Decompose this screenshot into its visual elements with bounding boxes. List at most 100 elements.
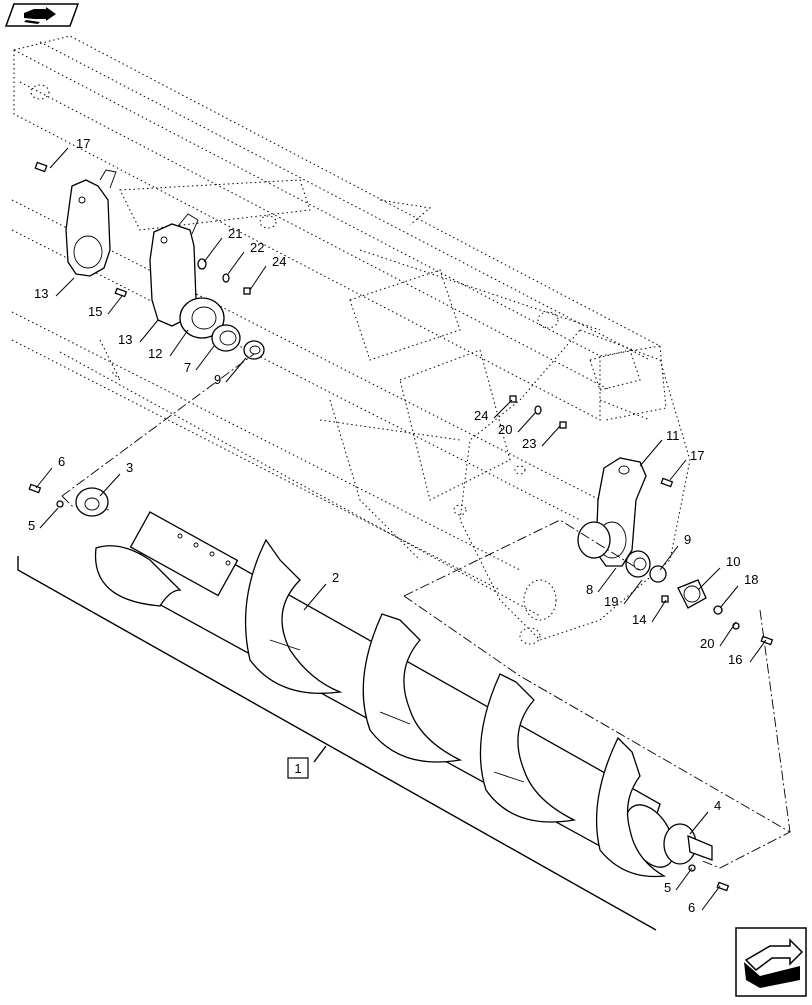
callout-c24b: 24 [474, 399, 513, 423]
callout-c23: 23 [522, 425, 561, 451]
callout-leader-line [689, 811, 709, 835]
hub-left [28, 483, 109, 517]
callout-leader-line [107, 295, 123, 315]
callout-c5b: 5 [664, 867, 693, 895]
drive-hub-right [661, 579, 774, 646]
callout-number: 7 [184, 360, 191, 375]
callout-leader-line [719, 621, 737, 647]
callout-c16: 16 [728, 639, 767, 667]
callout-c6b: 6 [688, 885, 721, 915]
callout-c14: 14 [632, 599, 667, 627]
left-bracket-plate-outer [65, 169, 117, 277]
callout-c24a: 24 [249, 254, 286, 291]
hub-right [663, 823, 730, 892]
callout-leader-line [541, 425, 561, 447]
callout-number: 13 [34, 286, 48, 301]
bearing-flange-right [577, 521, 667, 583]
callout-leader-line [49, 147, 69, 169]
forward-arrow-book-icon[interactable] [735, 927, 807, 997]
group-bracket: 1 [17, 556, 657, 931]
callout-c18: 18 [719, 572, 758, 609]
callout-c11: 11 [639, 428, 680, 467]
callout-c12: 12 [148, 329, 189, 361]
callout-leader-line [675, 867, 693, 891]
callout-number: 16 [728, 652, 742, 667]
callout-number: 4 [714, 798, 721, 813]
callout-number: 5 [28, 518, 35, 533]
callout-number: 23 [522, 436, 536, 451]
callout-leader-line [249, 265, 267, 291]
callout-number: 18 [744, 572, 758, 587]
callout-number: 6 [688, 900, 695, 915]
callout-number: 11 [666, 428, 680, 443]
callout-leader-line [623, 579, 643, 605]
callout-c10: 10 [697, 554, 740, 591]
callout-leader-line [55, 277, 75, 297]
auger-flights [94, 538, 667, 878]
callout-number: 24 [474, 408, 488, 423]
subassembly-boundary [61, 353, 791, 869]
callout-c20a: 20 [498, 411, 537, 437]
callout-c17a: 17 [49, 136, 90, 169]
callout-c21: 21 [203, 226, 242, 263]
callout-leader-line [597, 567, 617, 593]
callout-c4: 4 [689, 798, 721, 835]
callout-number: 10 [726, 554, 740, 569]
bearing-flange-left [179, 297, 225, 339]
group-label-box [287, 757, 309, 779]
callout-c17b: 17 [669, 448, 704, 481]
callout-number: 3 [126, 460, 133, 475]
callout-c8: 8 [586, 567, 617, 597]
callout-number: 14 [632, 612, 646, 627]
callout-leader-line [659, 545, 679, 571]
callout-leader-line [493, 399, 513, 419]
callout-leader-line [669, 459, 687, 481]
callout-number: 6 [58, 454, 65, 469]
header-frame-phantom [11, 35, 691, 645]
callout-c5a: 5 [28, 507, 59, 533]
callout-leader-line [639, 439, 663, 467]
callout-leader-line [749, 639, 767, 663]
retaining-ring-left [211, 324, 241, 352]
callout-number: 20 [700, 636, 714, 651]
callout-number: 5 [664, 880, 671, 895]
callout-leader-line [99, 473, 121, 497]
group-label: 1 [294, 761, 301, 776]
callout-number: 9 [214, 372, 221, 387]
callout-number: 20 [498, 422, 512, 437]
callout-c19: 19 [604, 579, 643, 609]
callout-c7: 7 [184, 345, 215, 375]
callout-leader-line [203, 237, 223, 263]
callout-leader-line [651, 599, 667, 623]
callout-c6a: 6 [35, 454, 65, 489]
callout-number: 9 [684, 532, 691, 547]
callout-leader-line [139, 319, 159, 343]
callout-c22: 22 [227, 240, 264, 275]
fasteners-right-top [509, 395, 674, 488]
callout-c13b: 13 [118, 319, 159, 347]
callout-leader-line [35, 467, 53, 489]
callout-number: 17 [690, 448, 704, 463]
callout-leader-line [227, 251, 245, 275]
callout-number: 12 [148, 346, 162, 361]
callout-number: 15 [88, 304, 102, 319]
callout-number: 19 [604, 594, 618, 609]
callout-c2: 2 [303, 570, 339, 611]
back-arrow-book-icon[interactable] [4, 3, 80, 27]
bearing-left [243, 340, 265, 360]
callout-number: 24 [272, 254, 286, 269]
callout-leader-line [195, 345, 215, 371]
callout-number: 2 [332, 570, 339, 585]
callout-number: 17 [76, 136, 90, 151]
callout-leader-line [697, 567, 721, 591]
callout-number: 13 [118, 332, 132, 347]
callout-number: 22 [250, 240, 264, 255]
callout-leader-line [225, 357, 247, 383]
callout-leader-line [39, 507, 59, 529]
callout-c9b: 9 [659, 532, 691, 571]
callout-c20b: 20 [700, 621, 737, 651]
callout-leader-line [719, 585, 739, 609]
callout-c3: 3 [99, 460, 133, 497]
